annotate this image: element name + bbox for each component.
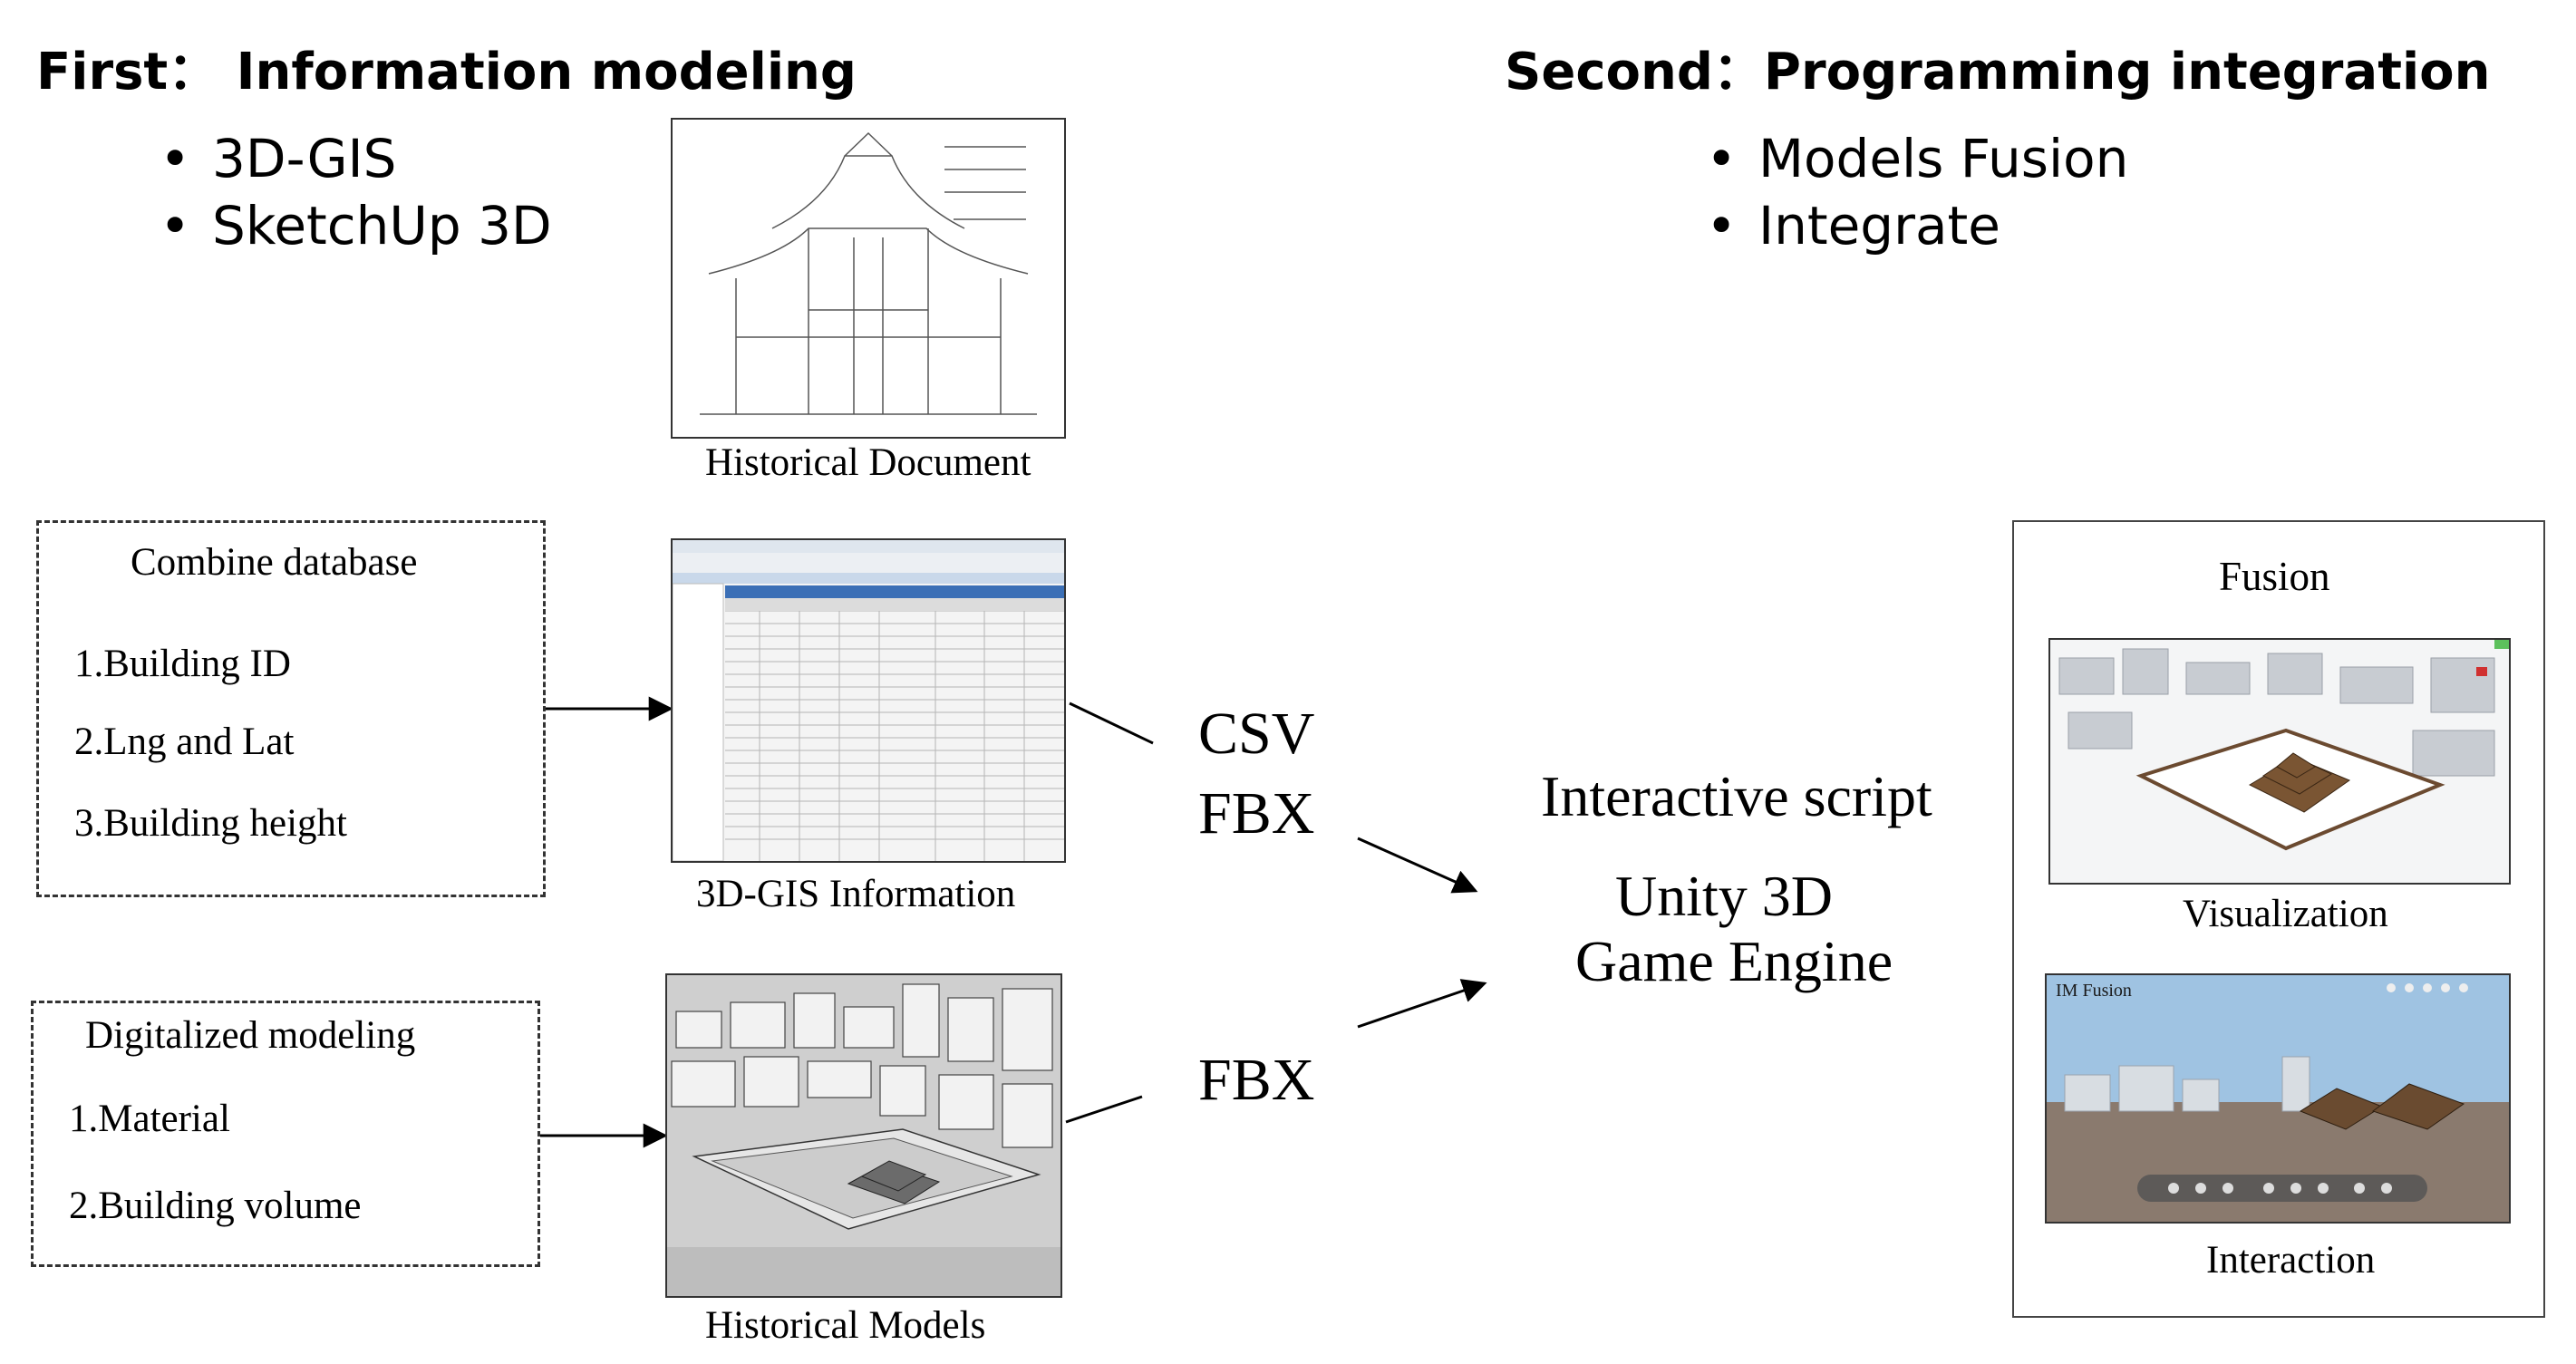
game-engine-label: Game Engine xyxy=(1575,929,1893,993)
combine-item-building-height: 3.Building height xyxy=(74,802,347,845)
first-bullet-list: 3D-GIS SketchUp 3D xyxy=(160,125,552,259)
fusion-title: Fusion xyxy=(2219,554,2330,599)
line-models-to-fbx xyxy=(1065,1095,1143,1124)
gis-information-caption: 3D-GIS Information xyxy=(696,873,1016,915)
visualization-image xyxy=(2048,638,2511,885)
bullet-sketchup: SketchUp 3D xyxy=(160,192,552,259)
bullet-integrate: Integrate xyxy=(1706,192,2128,259)
historical-document-image xyxy=(671,118,1066,439)
historical-models-caption: Historical Models xyxy=(705,1304,986,1347)
historical-models-image xyxy=(665,973,1062,1298)
digital-item-material: 1.Material xyxy=(69,1098,230,1140)
interaction-caption: Interaction xyxy=(2206,1239,2376,1282)
combine-item-lng-lat: 2.Lng and Lat xyxy=(74,721,295,763)
digital-item-building-volume: 2.Building volume xyxy=(69,1185,362,1227)
visualization-caption: Visualization xyxy=(2183,893,2388,935)
fbx-label-bottom: FBX xyxy=(1198,1047,1315,1113)
combine-database-title: Combine database xyxy=(131,541,418,584)
fbx-label-top: FBX xyxy=(1198,780,1315,846)
first-heading: First： Information modeling xyxy=(36,43,857,102)
digitalized-modeling-box xyxy=(31,1001,540,1267)
historical-document-caption: Historical Document xyxy=(705,441,1031,484)
bullet-3d-gis: 3D-GIS xyxy=(160,125,552,192)
second-heading: Second：Programming integration xyxy=(1505,43,2491,102)
second-bullet-list: Models Fusion Integrate xyxy=(1706,125,2128,259)
digitalized-modeling-title: Digitalized modeling xyxy=(85,1014,416,1057)
arrow-fbx-to-engine-bottom xyxy=(1357,979,1487,1029)
combine-database-box xyxy=(36,520,546,897)
gis-information-image xyxy=(671,538,1066,863)
interaction-image xyxy=(2045,973,2511,1224)
arrow-fbx-to-engine-top xyxy=(1357,837,1478,894)
combine-item-building-id: 1.Building ID xyxy=(74,643,291,685)
bullet-models-fusion: Models Fusion xyxy=(1706,125,2128,192)
im-fusion-logo: IM Fusion xyxy=(2056,981,2132,1001)
interactive-script-label: Interactive script xyxy=(1541,764,1932,828)
unity-3d-label: Unity 3D xyxy=(1615,864,1833,928)
csv-label: CSV xyxy=(1198,701,1315,767)
line-gis-to-csv xyxy=(1069,701,1154,745)
